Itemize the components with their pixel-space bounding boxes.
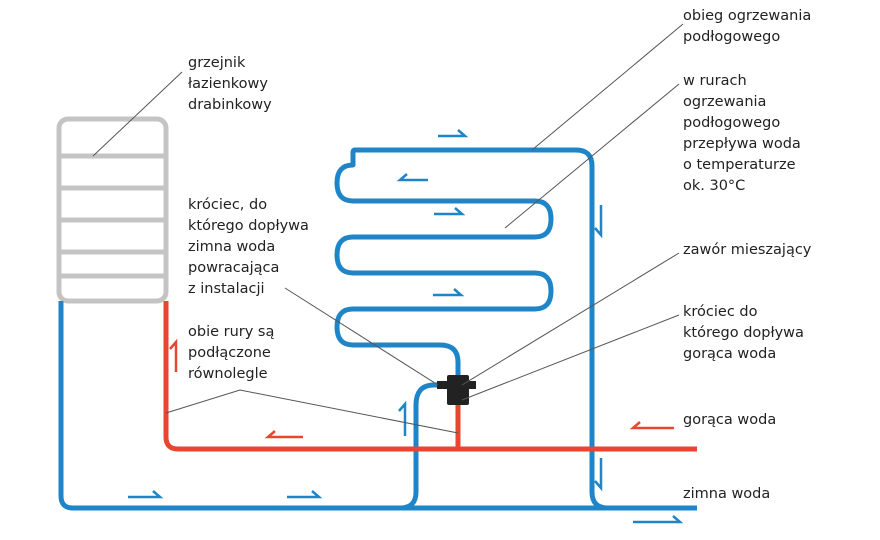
flow-arrow-right [287, 490, 323, 499]
label-water-temp: w rurach [683, 73, 747, 89]
leader-line-parallel-pipes [165, 389, 459, 434]
flow-arrow-right [438, 129, 469, 138]
leader-line-mixing-valve [461, 252, 680, 386]
flow-arrow-left [629, 421, 674, 430]
leader-line-radiator [92, 71, 183, 157]
flow-arrow-right [434, 207, 466, 216]
label-hot-water: gorąca woda [683, 412, 776, 428]
flow-arrow-right [128, 490, 164, 499]
label-water-temp: podłogowego [683, 115, 780, 131]
label-floor-circuit: podłogowego [683, 29, 780, 45]
label-water-temp: ok. 30°C [683, 178, 745, 194]
leader-line-return-inlet [284, 287, 439, 386]
flow-arrow-down [594, 205, 603, 239]
label-floor-circuit: obieg ogrzewania [683, 8, 811, 24]
flow-arrow-right [433, 288, 465, 297]
leader-line-water-temp [504, 83, 680, 229]
label-parallel-pipes: obie rury są [188, 324, 274, 340]
label-water-temp: przepływa woda [683, 136, 801, 152]
label-mixing-valve: zawór mieszający [683, 242, 812, 258]
flow-arrow-left [264, 430, 303, 439]
label-hot-inlet: króciec do [683, 304, 758, 320]
label-parallel-pipes: podłączone [188, 345, 271, 361]
flow-arrow-left [396, 173, 428, 182]
label-parallel-pipes: równolegle [188, 366, 268, 382]
ladder-radiator [56, 116, 169, 304]
label-radiator: drabinkowy [188, 97, 272, 113]
label-radiator: łazienkowy [188, 76, 268, 92]
label-radiator: grzejnik [188, 55, 246, 71]
label-return-inlet: powracająca [188, 260, 279, 276]
label-return-inlet: którego dopływa [188, 218, 309, 234]
label-hot-inlet: gorąca woda [683, 346, 776, 362]
flow-arrow-up [169, 338, 178, 372]
label-return-inlet: z instalacji [188, 281, 265, 297]
cold-water-main-pipe [58, 301, 697, 511]
label-water-temp: ogrzewania [683, 94, 766, 110]
radiator-frame [56, 116, 169, 304]
label-cold-water: zimna woda [683, 486, 770, 502]
label-return-inlet: króciec, do [188, 197, 267, 213]
floor-heating-serpentine-pipe [334, 147, 609, 511]
mixing-valve-symbol [437, 375, 476, 405]
cold-return-riser-pipe [399, 382, 440, 511]
flow-arrow-right [633, 515, 684, 524]
label-hot-inlet: którego dopływa [683, 325, 804, 341]
leader-line-hot-inlet [461, 314, 680, 401]
hot-water-main-pipe [163, 301, 697, 452]
flow-arrow-up [398, 400, 407, 436]
leader-line-floor-circuit [531, 23, 684, 151]
flow-arrow-down [594, 458, 603, 492]
label-return-inlet: zimna woda [188, 239, 275, 255]
label-water-temp: o temperaturze [683, 157, 796, 173]
